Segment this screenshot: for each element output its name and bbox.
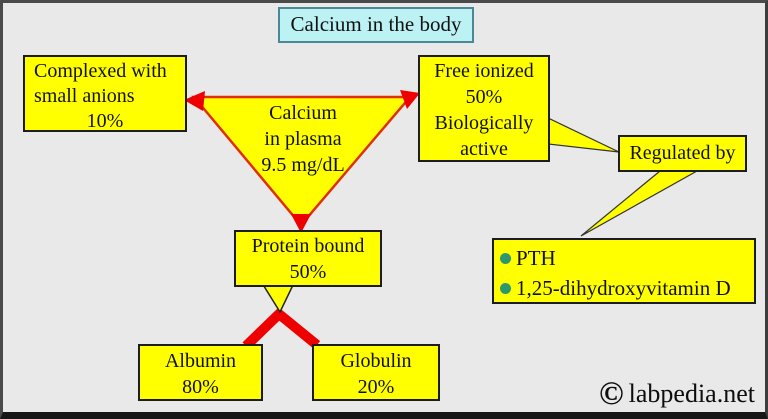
node-line: Biologically (434, 112, 534, 134)
arrowhead-down-icon (291, 214, 311, 233)
node-line: in plasma (264, 128, 342, 150)
page-title: Calcium in the body (278, 7, 474, 43)
list-item-label: PTH (516, 246, 556, 270)
bullet-icon (500, 282, 511, 294)
arrowhead-left-icon (184, 91, 205, 111)
list-item: 1,25-dihydroxyvitamin D (500, 273, 748, 303)
node-regulated-by: Regulated by (618, 135, 747, 172)
wedge-regulated-to-list (580, 170, 700, 237)
node-globulin: Globulin 20% (312, 344, 440, 401)
page-title-label: Calcium in the body (290, 12, 462, 36)
plasma-triangle (191, 95, 413, 227)
node-protein-bound: Protein bound 50% (234, 230, 382, 287)
copyright-site: labpedia.net (628, 379, 755, 408)
node-line: 50% (289, 261, 327, 283)
node-line: Calcium (269, 102, 337, 124)
wedge-free-to-regulated (547, 117, 620, 153)
arrowhead-right-icon (400, 90, 420, 109)
node-line: Regulated by (629, 142, 736, 164)
fork-connector (242, 307, 321, 350)
node-line: Globulin (340, 350, 412, 372)
node-line: active (460, 138, 508, 160)
copyright: © labpedia.net (599, 377, 755, 411)
node-free-ionized: Free ionized 50% Biologically active (418, 55, 550, 162)
node-line: 80% (182, 376, 219, 398)
node-line: Protein bound (251, 235, 365, 257)
node-line: 10% (86, 110, 124, 132)
node-calcium-plasma: Calcium in plasma 9.5 mg/dL (230, 100, 376, 178)
node-complexed-anions: Complexed with small anions 10% (23, 55, 187, 132)
list-item: PTH (500, 243, 748, 273)
node-line: Albumin (164, 350, 237, 372)
list-item-label: 1,25-dihydroxyvitamin D (516, 276, 731, 300)
connector-layer (184, 90, 700, 350)
node-line: Free ionized (434, 60, 534, 82)
protein-bound-tail (260, 282, 296, 314)
node-regulators-list: PTH 1,25-dihydroxyvitamin D (492, 238, 756, 304)
bullet-icon (500, 252, 511, 264)
node-line: Complexed with (34, 60, 167, 82)
node-albumin: Albumin 80% (138, 344, 263, 401)
copyright-icon: © (599, 376, 624, 412)
node-line: 20% (357, 376, 395, 398)
node-line: 9.5 mg/dL (261, 154, 345, 176)
node-line: small anions (34, 85, 135, 107)
node-line: 50% (465, 86, 503, 108)
